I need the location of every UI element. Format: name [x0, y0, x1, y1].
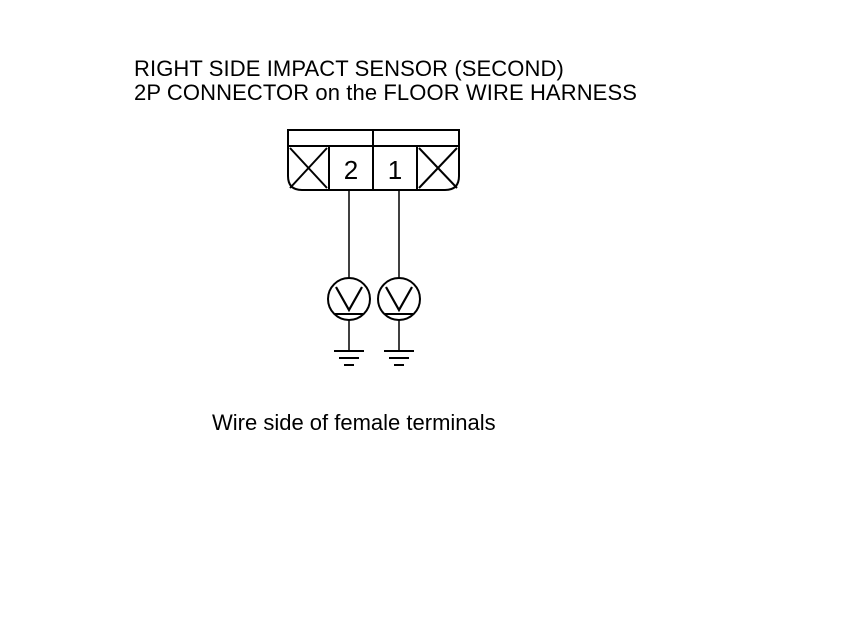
ground-icon	[334, 350, 364, 366]
title-line-2: 2P CONNECTOR on the FLOOR WIRE HARNESS	[134, 80, 637, 105]
title-line-1: RIGHT SIDE IMPACT SENSOR (SECOND)	[134, 56, 564, 81]
pin-1-label: 1	[388, 155, 402, 185]
ground-icon	[384, 350, 414, 366]
voltmeter-pin-1	[377, 277, 421, 321]
empty-cavity-right	[418, 147, 458, 189]
caption: Wire side of female terminals	[212, 410, 496, 435]
pin-2-label: 2	[344, 155, 358, 185]
connector-2p	[287, 129, 460, 191]
voltmeter-symbol	[385, 286, 413, 313]
connector-body	[287, 145, 460, 191]
voltmeter-pin-2	[327, 277, 371, 321]
voltmeter-symbol	[335, 286, 363, 313]
empty-cavity-left	[289, 147, 328, 189]
